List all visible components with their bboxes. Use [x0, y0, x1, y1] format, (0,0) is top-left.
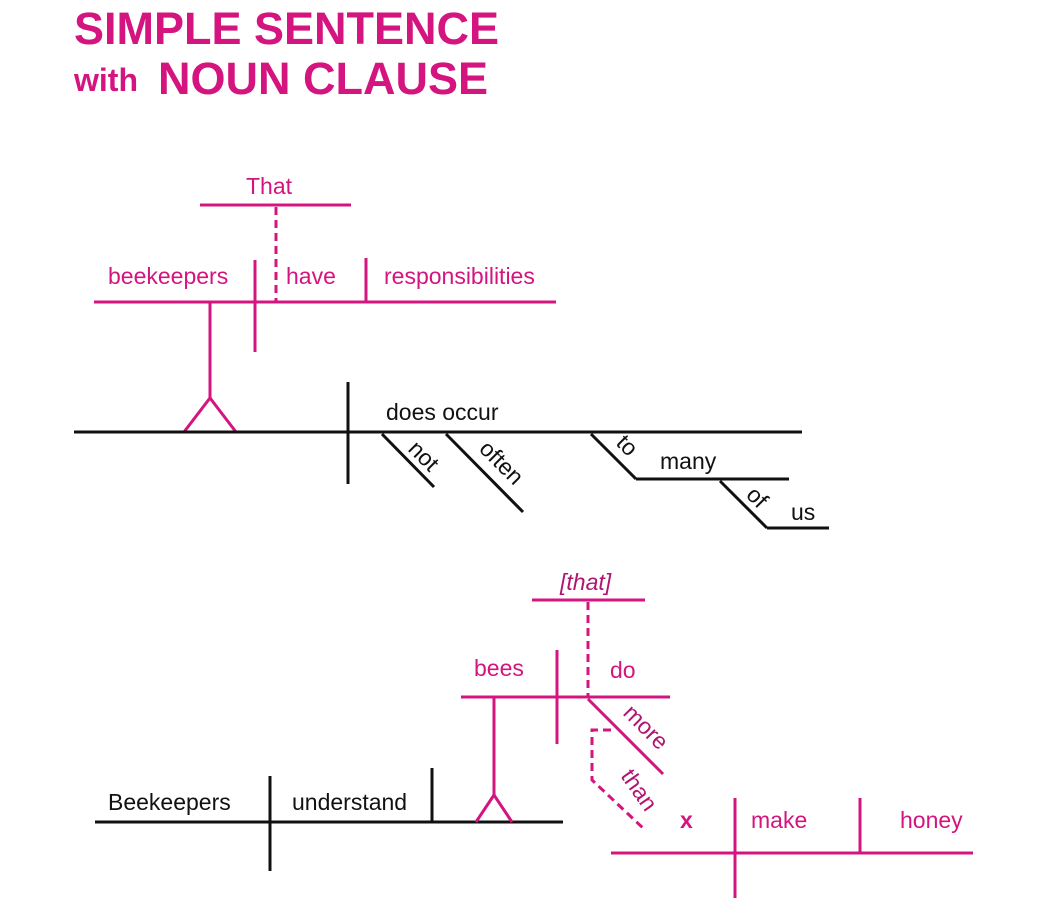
page-title: SIMPLE SENTENCE	[74, 6, 499, 51]
prep-object-many: many	[660, 448, 717, 474]
diagram-2: Beekeepers understand [that] bees do mor…	[95, 569, 973, 898]
main-clause-2	[95, 768, 563, 871]
main-subject-beekeepers: Beekeepers	[108, 789, 231, 815]
clause-connector-that-implied: [that]	[559, 569, 612, 595]
noun-clause-1	[94, 203, 556, 433]
main-clause-1	[74, 382, 829, 530]
modifier-line-not	[380, 432, 436, 489]
than-connector-dashed	[590, 728, 645, 830]
sub-object-honey: honey	[900, 807, 963, 833]
ellipsis-subject-x: x	[680, 807, 693, 833]
pedestal-fork-1	[182, 395, 238, 433]
prep-line-of	[718, 479, 769, 530]
modifier-often: often	[474, 435, 529, 490]
clause-verb-have: have	[286, 263, 336, 289]
main-verb-understand: understand	[292, 789, 407, 815]
clause-subject-bees: bees	[474, 655, 524, 681]
pedestal-fork-2	[474, 792, 514, 823]
clause-connector-that: That	[246, 173, 293, 199]
prep-line-to	[589, 432, 638, 481]
title-line-1: SIMPLE SENTENCE	[74, 3, 500, 54]
main-verb-does-occur: does occur	[386, 399, 499, 425]
modifier-line-often	[444, 432, 525, 514]
clause-subject-beekeepers: beekeepers	[108, 263, 228, 289]
modifier-more: more	[618, 699, 673, 754]
title-line-2-prefix: with	[74, 62, 138, 98]
prep-object-us: us	[791, 499, 815, 525]
noun-clause-2	[461, 598, 973, 898]
modifier-line-more	[586, 697, 665, 776]
modifier-not: not	[403, 435, 444, 476]
clause-object-responsibilities: responsibilities	[384, 263, 535, 289]
title-line-2-main: NOUN CLAUSE	[158, 53, 489, 104]
clause-verb-do: do	[610, 657, 636, 683]
diagram-1: That beekeepers have responsibilities do…	[74, 173, 829, 530]
sub-verb-make: make	[751, 807, 807, 833]
preposition-to: to	[611, 429, 643, 461]
